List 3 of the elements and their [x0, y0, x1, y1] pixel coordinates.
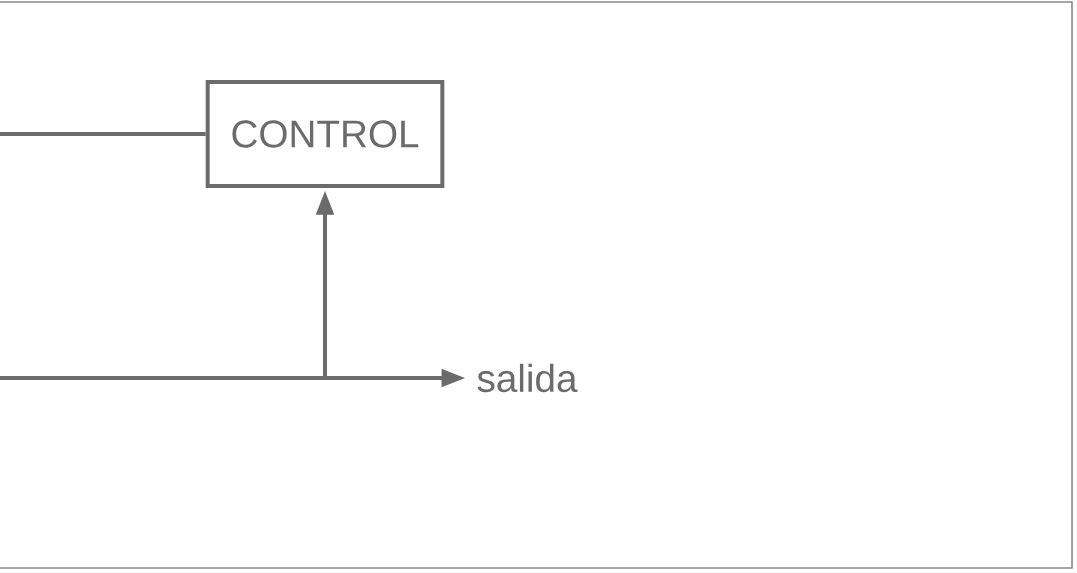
connector-line	[0, 132, 206, 136]
output-label: salida	[477, 363, 578, 393]
control-box: CONTROL	[205, 80, 445, 188]
